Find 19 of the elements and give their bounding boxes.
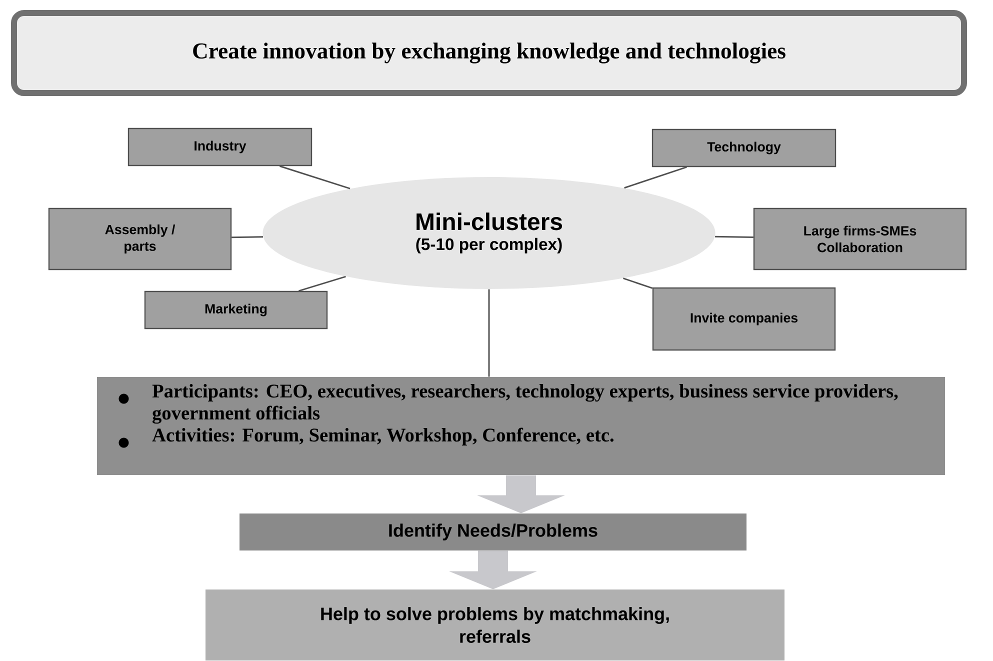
topic-box: Invite companies (652, 287, 836, 351)
step-box: Identify Needs/Problems (240, 514, 746, 550)
connector-line (298, 276, 346, 292)
connector-line (280, 165, 350, 190)
block-arrow (477, 475, 565, 514)
participants-panel: Participants: CEO, executives, researchers, technology experts, business service providers, government officials Activities: Forum, Seminar, Workshop, Conference, etc. (97, 377, 945, 475)
topic-box: Marketing (144, 290, 328, 330)
result-box: Help to solve problems by matchmaking, referrals (206, 590, 784, 660)
topic-box: Large firms-SMEs Collaboration (753, 208, 967, 270)
connector-line (232, 236, 264, 238)
connector-line (488, 289, 490, 377)
connector-line (715, 236, 754, 238)
block-arrow (449, 550, 537, 590)
connector-line (623, 278, 653, 289)
topic-box: Technology (652, 128, 836, 168)
connector-line (624, 166, 687, 189)
topic-box: Industry (128, 128, 312, 166)
topic-box: Assembly / parts (48, 208, 232, 270)
title-banner: Create innovation by exchanging knowledge and technologies (11, 10, 967, 96)
